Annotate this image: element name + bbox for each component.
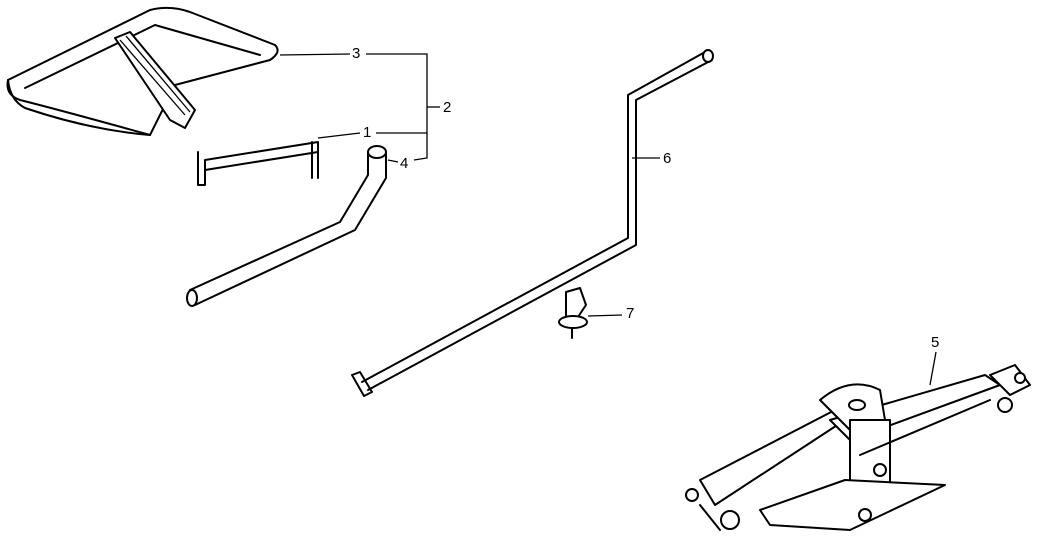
jack-handle-drawing (351, 49, 714, 397)
leader-lines (279, 53, 937, 386)
callout-2: 2 (443, 99, 452, 116)
callout-3: 3 (352, 45, 361, 62)
callout-6: 6 (663, 150, 672, 167)
wheel-nut-wrench-drawing (186, 145, 387, 307)
wrench-drawing (197, 141, 319, 186)
tool-bag-drawing (6, 6, 279, 136)
callout-1: 1 (363, 124, 372, 141)
callout-5: 5 (931, 334, 940, 351)
clip-drawing (558, 287, 588, 339)
callout-7: 7 (626, 305, 635, 322)
jack-drawing (685, 364, 1031, 531)
callout-4: 4 (400, 155, 409, 172)
